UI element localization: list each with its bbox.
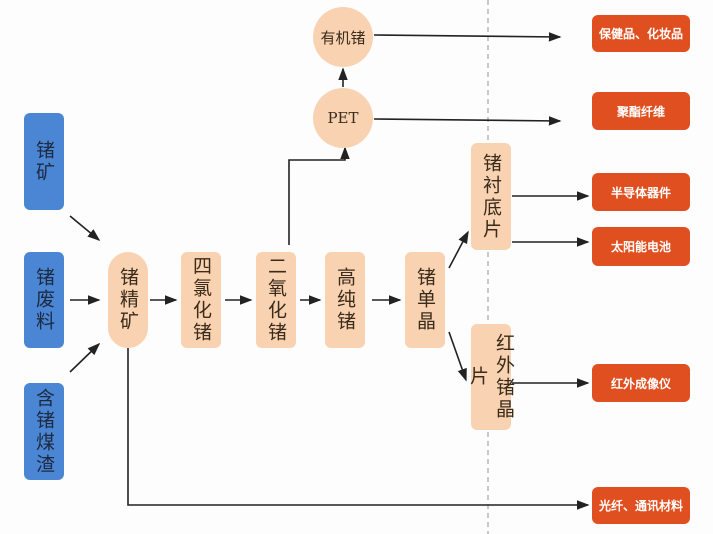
app-health-cosmetics: 保健品、化妆品 (592, 15, 690, 52)
node-ir-wafer: 红外锗晶片 (467, 324, 515, 430)
app-optical-fiber: 光纤、通讯材料 (592, 487, 690, 524)
app-ir-imager: 红外成像仪 (592, 364, 690, 402)
arrow-ore (69, 215, 101, 242)
app-solar-cell: 太阳能电池 (592, 227, 690, 266)
arrow-slag (69, 342, 101, 373)
app-semiconductor: 半导体器件 (592, 173, 690, 211)
node-pet: PET (313, 88, 373, 148)
node-tetrachloride: 四氯化锗 (181, 252, 221, 348)
source-germanium-ore: 锗矿 (24, 113, 64, 210)
source-germanium-waste: 锗废料 (24, 252, 64, 348)
node-dioxide: 二氧化锗 (256, 252, 296, 348)
node-substrate: 锗衬底片 (471, 143, 511, 250)
source-germanium-coal-slag: 含锗煤渣 (24, 383, 64, 480)
node-single-crystal: 锗单晶 (405, 252, 445, 348)
app-polyester-fiber: 聚酯纤维 (592, 92, 690, 130)
node-high-purity: 高纯锗 (325, 252, 365, 348)
node-organic-germanium: 有机锗 (313, 7, 373, 67)
node-concentrate: 锗精矿 (108, 252, 148, 348)
